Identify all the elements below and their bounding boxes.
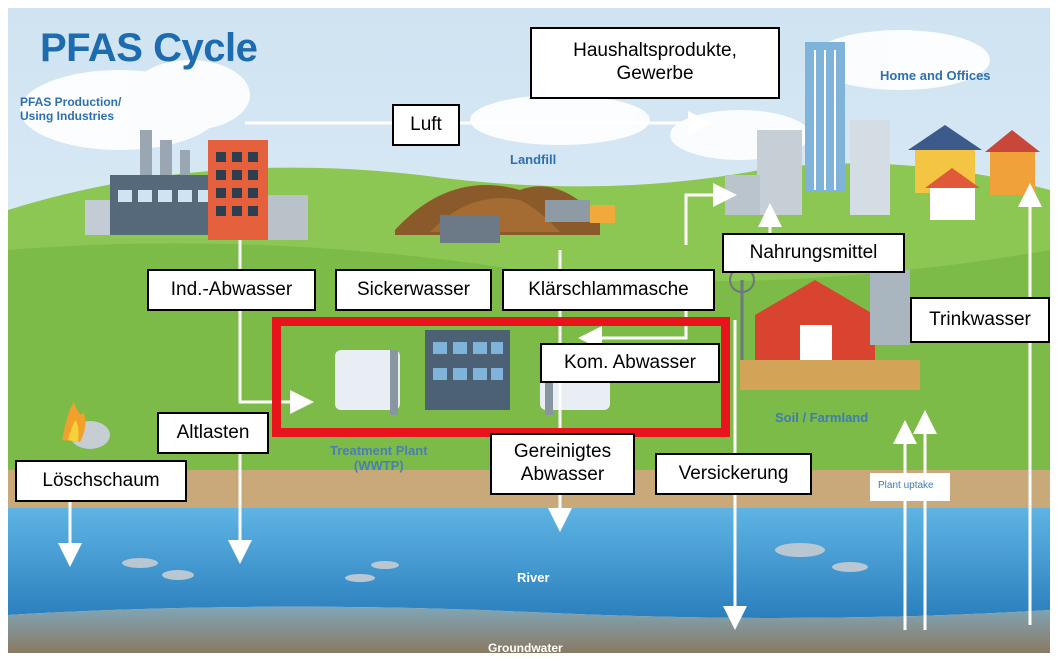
box-trinkwasser: Trinkwasser xyxy=(910,297,1050,343)
offices xyxy=(725,42,890,215)
plant-uptake-tag xyxy=(870,473,950,501)
box-altlasten: Altlasten xyxy=(157,412,269,454)
groundwater-band xyxy=(8,606,1050,653)
houses xyxy=(908,125,1040,220)
farm xyxy=(729,267,920,390)
label-home-offices: Home and Offices xyxy=(880,68,991,83)
clouds xyxy=(20,30,990,160)
box-kom-abwasser: Kom. Abwasser xyxy=(540,343,720,383)
diagram-title: PFAS Cycle xyxy=(40,26,258,70)
box-klaerschlammasche: Klärschlammasche xyxy=(502,269,715,311)
fire-icon xyxy=(62,402,110,449)
label-soil: Soil / Farmland xyxy=(775,410,869,425)
river-band xyxy=(8,508,1050,619)
landfill xyxy=(395,185,615,243)
box-nahrungsmittel: Nahrungsmittel xyxy=(722,233,905,273)
factory xyxy=(85,130,308,240)
label-plant-uptake: Plant uptake xyxy=(878,480,934,491)
label-wwtp: Treatment Plant (WWTP) xyxy=(330,443,428,473)
label-landfill: Landfill xyxy=(510,152,557,167)
box-haushaltsprodukte: Haushaltsprodukte, Gewerbe xyxy=(530,27,780,99)
box-gereinigtes-abwasser: Gereinigtes Abwasser xyxy=(490,433,635,495)
box-sickerwasser: Sickerwasser xyxy=(335,269,492,311)
box-luft: Luft xyxy=(392,104,460,146)
box-loeschschaum: Löschschaum xyxy=(15,460,187,502)
label-river: River xyxy=(517,570,550,585)
label-production: PFAS Production/ Using Industries xyxy=(20,95,122,123)
fish-group xyxy=(122,543,868,582)
wwtp-highlight-frame xyxy=(272,317,730,437)
box-ind-abwasser: Ind.-Abwasser xyxy=(147,269,316,311)
label-groundwater: Groundwater xyxy=(488,641,563,655)
box-versickerung: Versickerung xyxy=(655,453,812,495)
